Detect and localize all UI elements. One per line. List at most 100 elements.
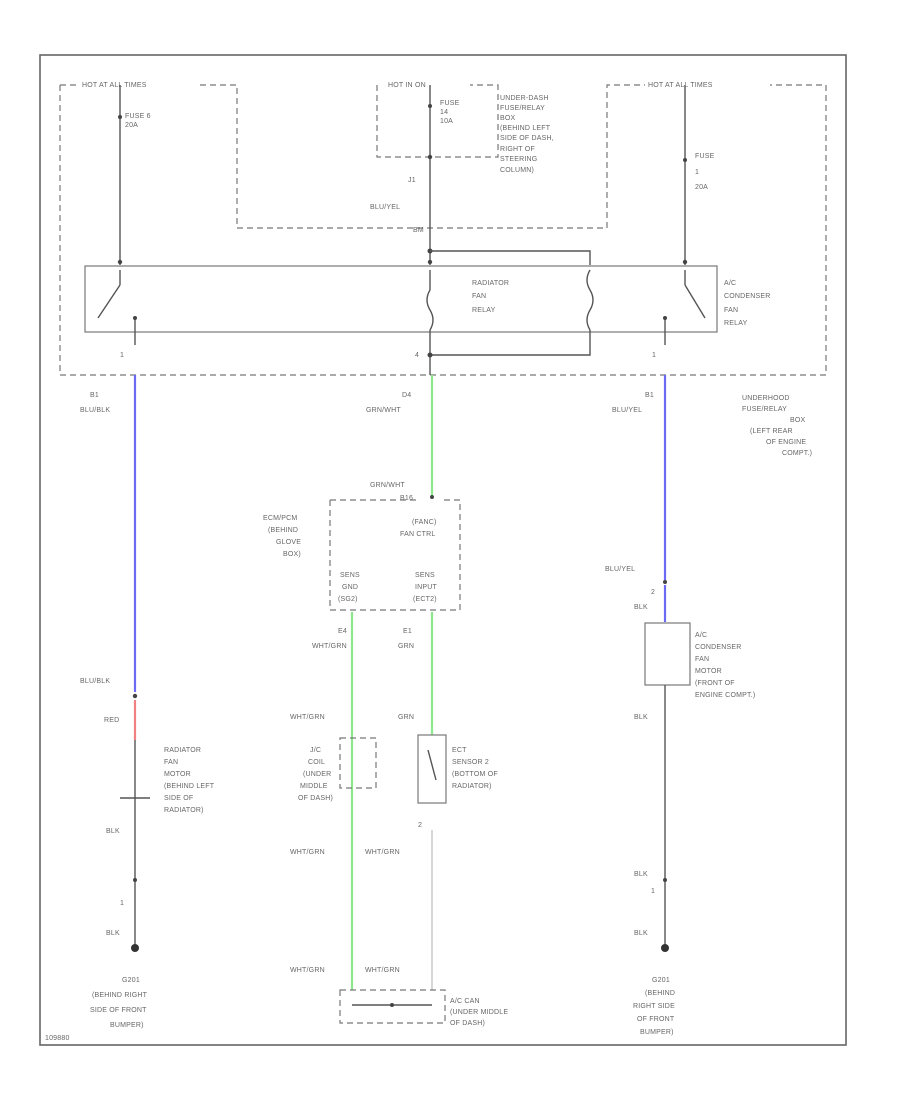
ac-relay-3: RELAY: [724, 320, 748, 327]
ecm-pin-left-0: SENS: [340, 572, 360, 579]
ecm-box-1: (BEHIND: [268, 527, 298, 534]
ecm-pin-right-2: (ECT2): [413, 596, 437, 603]
under-dash-7: COLUMN): [500, 167, 534, 174]
ac-relay-1: CONDENSER: [724, 293, 771, 300]
ac-motor-1: CONDENSER: [695, 644, 742, 651]
fuse-center-0: FUSE: [440, 100, 460, 107]
ground-right: [661, 944, 669, 952]
left-conn: B1: [90, 392, 99, 399]
fuse-left-1: 20A: [125, 122, 138, 129]
blk-left: BLK: [106, 828, 120, 835]
blk-right-mid: BLK: [634, 714, 648, 721]
left-wire: BLU/BLK: [80, 407, 110, 414]
right-conn: B1: [645, 392, 654, 399]
rad-motor-1: FAN: [164, 759, 178, 766]
e1-conn: E1: [403, 628, 412, 635]
g201-right-1: (BEHIND: [645, 990, 675, 997]
pin-1-left: 1: [120, 352, 124, 359]
ac-can-0: A/C CAN: [450, 998, 480, 1005]
ect-2: (BOTTOM OF: [452, 771, 498, 778]
ecm-pin-right-0: SENS: [415, 572, 435, 579]
ecm-pin-left-1: GND: [342, 584, 358, 591]
g201-left-0: G201: [122, 977, 140, 984]
rad-motor-2: MOTOR: [164, 771, 191, 778]
fuse-right-2: 20A: [695, 184, 708, 191]
wht-grn-bottom-right: WHT/GRN: [365, 967, 400, 974]
g201-right-4: BUMPER): [640, 1029, 674, 1036]
ecm-box-0: ECM/PCM: [263, 515, 297, 522]
ecm-box: [329, 499, 461, 611]
underhood-4: OF ENGINE: [766, 439, 806, 446]
e1-wire: GRN: [398, 643, 414, 650]
fuse-center-1: 14: [440, 109, 448, 116]
jc-coil-3: MIDDLE: [300, 783, 328, 790]
under-dash-0: UNDER-DASH: [500, 95, 549, 102]
g201-right-2: RIGHT SIDE: [633, 1003, 675, 1010]
hot-in-on: HOT IN ON: [388, 82, 426, 89]
ac-motor-2: FAN: [695, 656, 709, 663]
jc-coil-0: J/C: [310, 747, 321, 754]
fuse-center-2: 10A: [440, 118, 453, 125]
pin-1-right-lower: 1: [651, 888, 655, 895]
blk-right-lower: BLK: [634, 930, 648, 937]
ecm-b16: B16: [400, 495, 413, 502]
ecm-wire: GRN/WHT: [370, 482, 405, 489]
g201-right-3: OF FRONT: [637, 1016, 675, 1023]
center-wire: GRN/WHT: [366, 407, 401, 414]
fuse-right-1: 1: [695, 169, 699, 176]
wht-grn-mid: WHT/GRN: [290, 714, 325, 721]
under-dash-3: (BEHIND LEFT: [500, 125, 551, 132]
ac-relay-2: FAN: [724, 307, 738, 314]
blk-right-top: BLK: [634, 604, 648, 611]
underhood-1: FUSE/RELAY: [742, 406, 787, 413]
underhood-3: (LEFT REAR: [750, 428, 793, 435]
ecm-pin-left-2: (SG2): [338, 596, 358, 603]
jc-coil-1: COIL: [308, 759, 325, 766]
j1-label: J1: [408, 177, 416, 184]
pin-2-ect: 2: [418, 822, 422, 829]
bluyel-lower: BLU/YEL: [605, 566, 635, 573]
wht-grn-low-right: WHT/GRN: [365, 849, 400, 856]
hot-at-all-times-left: HOT AT ALL TIMES: [82, 82, 147, 89]
relay-box: [84, 265, 718, 333]
under-dash-5: RIGHT OF: [500, 146, 535, 153]
under-dash-2: BOX: [500, 115, 516, 122]
ect-3: RADIATOR): [452, 783, 492, 790]
center-conn: D4: [402, 392, 411, 399]
underhood-0: UNDERHOOD: [742, 395, 790, 402]
jc-coil-2: (UNDER: [303, 771, 331, 778]
e4-conn: E4: [338, 628, 347, 635]
underhood-2: BOX: [790, 417, 806, 424]
ac-fan-motor: [644, 622, 691, 686]
ecm-box-2: GLOVE: [276, 539, 301, 546]
rad-relay-2: RELAY: [472, 307, 496, 314]
grn-mid: GRN: [398, 714, 414, 721]
ect-1: SENSOR 2: [452, 759, 489, 766]
wht-grn-bottom-left: WHT/GRN: [290, 967, 325, 974]
ecm-func-1: FAN CTRL: [400, 531, 435, 538]
ac-motor-4: (FRONT OF: [695, 680, 735, 687]
blk-right-low: BLK: [634, 871, 648, 878]
e4-wire: WHT/GRN: [312, 643, 347, 650]
rad-relay-1: FAN: [472, 293, 486, 300]
ground-left: [131, 944, 139, 952]
rad-motor-3: (BEHIND LEFT: [164, 783, 215, 790]
under-dash-1: FUSE/RELAY: [500, 105, 545, 112]
footer-code: 109880: [45, 1035, 70, 1042]
rad-motor-4: SIDE OF: [164, 795, 193, 802]
rad-motor-5: RADIATOR): [164, 807, 204, 814]
ecm-pin-right-1: INPUT: [415, 584, 438, 591]
jc-coil: [339, 737, 377, 789]
pin-2-right: 2: [651, 589, 655, 596]
pin-4-center: 4: [415, 352, 419, 359]
ecm-box-3: BOX): [283, 551, 301, 558]
right-wire: BLU/YEL: [612, 407, 642, 414]
ac-can-1: (UNDER MIDDLE: [450, 1009, 508, 1016]
jc-coil-4: OF DASH): [298, 795, 333, 802]
ac-motor-3: MOTOR: [695, 668, 722, 675]
g201-right-0: G201: [652, 977, 670, 984]
ect-sensor: [417, 734, 447, 804]
g201-left-3: BUMPER): [110, 1022, 144, 1029]
ect-0: ECT: [452, 747, 467, 754]
